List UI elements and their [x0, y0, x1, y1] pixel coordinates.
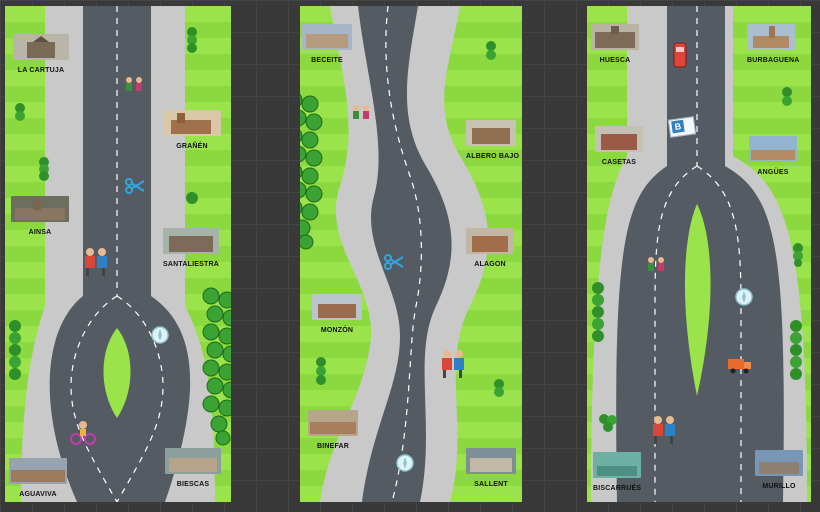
- pedestrians-icon[interactable]: [123, 76, 145, 96]
- town-photo: [466, 448, 516, 474]
- town-photo: [9, 458, 67, 484]
- town-label: ALBERO BAJO: [466, 153, 520, 160]
- town-photo: [11, 196, 69, 222]
- scissors-icon[interactable]: [125, 178, 145, 194]
- scissors-icon[interactable]: [384, 254, 404, 270]
- town-photo: [466, 120, 516, 146]
- bush-icon: [793, 243, 803, 267]
- tree-cluster-icon: [202, 287, 231, 446]
- family-icon[interactable]: [651, 414, 677, 446]
- town-photo: [163, 110, 221, 136]
- family-icon[interactable]: [83, 246, 109, 278]
- town-label: SALLENT: [474, 481, 508, 488]
- bicycle-icon[interactable]: [69, 420, 97, 446]
- town-burbaguena[interactable]: BURBAGUENA: [747, 24, 800, 64]
- town-label: GRAÑÉN: [176, 143, 208, 150]
- pedestrians-icon[interactable]: [350, 104, 372, 124]
- town-photo: [163, 228, 219, 254]
- town-label: BISCARRUÉS: [593, 485, 642, 492]
- bush-icon: [494, 379, 504, 397]
- bush-icon: [486, 41, 496, 60]
- town-photo: [591, 24, 639, 50]
- bush-icon: [592, 282, 604, 342]
- town-label: MONZÓN: [320, 327, 354, 334]
- pedestrians-icon[interactable]: [645, 256, 667, 276]
- compass-icon[interactable]: [151, 326, 169, 344]
- town-photo: [312, 294, 362, 320]
- bush-icon: [186, 192, 198, 204]
- town-granen[interactable]: GRAÑÉN: [163, 110, 221, 150]
- delivery-truck-icon[interactable]: [727, 356, 753, 374]
- town-ainsa[interactable]: AINSA: [11, 196, 69, 236]
- town-label: ANGÜES: [757, 169, 789, 176]
- board-3[interactable]: HUESCA BURBAGUENA CASETAS ANGÜES BISCARR…: [587, 6, 811, 502]
- town-angues[interactable]: ANGÜES: [749, 136, 797, 176]
- town-label: BURBAGUENA: [747, 57, 800, 64]
- bus-stop-letter: B: [671, 119, 685, 134]
- town-label: MURILLO: [762, 483, 796, 490]
- car-icon[interactable]: [673, 42, 687, 68]
- town-photo: [593, 452, 641, 478]
- town-aguaviva[interactable]: AGUAVIVA: [9, 458, 67, 498]
- town-photo: [595, 126, 643, 152]
- town-sallent[interactable]: SALLENT: [466, 448, 516, 488]
- bush-icon: [316, 357, 326, 385]
- bush-icon: [9, 320, 21, 380]
- town-label: BIESCAS: [176, 481, 210, 488]
- town-photo: [302, 24, 352, 50]
- town-biscarrues[interactable]: BISCARRUÉS: [593, 452, 641, 492]
- bush-icon: [39, 157, 49, 181]
- town-la-cartuja[interactable]: LA CARTUJA: [13, 34, 69, 74]
- town-albero-bajo[interactable]: ALBERO BAJO: [466, 120, 520, 160]
- town-photo: [747, 24, 795, 50]
- town-santaliestra[interactable]: SANTALIESTRA: [163, 228, 219, 268]
- town-label: AINSA: [28, 229, 52, 236]
- town-biescas[interactable]: BIESCAS: [165, 448, 221, 488]
- bush-icon: [15, 103, 25, 121]
- board-2[interactable]: BECEITE ALBERO BAJO ALAGON MONZÓN BINEFA…: [300, 6, 522, 502]
- town-casetas[interactable]: CASETAS: [595, 126, 643, 166]
- bus-stop-sign-icon[interactable]: B: [667, 116, 697, 138]
- town-label: LA CARTUJA: [17, 67, 65, 74]
- bush-icon: [187, 27, 197, 53]
- town-label: SANTALIESTRA: [163, 261, 219, 268]
- town-monzon[interactable]: MONZÓN: [312, 294, 362, 334]
- bush-icon: [782, 87, 792, 106]
- compass-icon[interactable]: [735, 288, 753, 306]
- town-photo: [755, 450, 803, 476]
- town-photo: [749, 136, 797, 162]
- town-binefar[interactable]: BINEFAR: [308, 410, 358, 450]
- bush-icon: [599, 414, 617, 432]
- town-alagon[interactable]: ALAGON: [466, 228, 514, 268]
- tree-cluster-icon: [300, 93, 323, 250]
- town-huesca[interactable]: HUESCA: [591, 24, 639, 64]
- town-photo: [13, 34, 69, 60]
- town-label: BECEITE: [311, 57, 343, 64]
- family-icon[interactable]: [440, 348, 466, 380]
- board-2-terrain: [300, 6, 522, 502]
- town-beceite[interactable]: BECEITE: [302, 24, 352, 64]
- town-label: BINEFAR: [316, 443, 350, 450]
- town-photo: [165, 448, 221, 474]
- bush-icon: [790, 320, 802, 380]
- town-photo: [308, 410, 358, 436]
- town-murillo[interactable]: MURILLO: [755, 450, 803, 490]
- town-photo: [466, 228, 514, 254]
- town-label: AGUAVIVA: [19, 491, 57, 498]
- town-label: ALAGON: [474, 261, 506, 268]
- board-1[interactable]: LA CARTUJA GRAÑÉN AINSA SANTALIESTRA AGU…: [5, 6, 231, 502]
- town-label: HUESCA: [599, 57, 631, 64]
- town-label: CASETAS: [601, 159, 637, 166]
- board-3-terrain: [587, 6, 811, 502]
- compass-icon[interactable]: [396, 454, 414, 472]
